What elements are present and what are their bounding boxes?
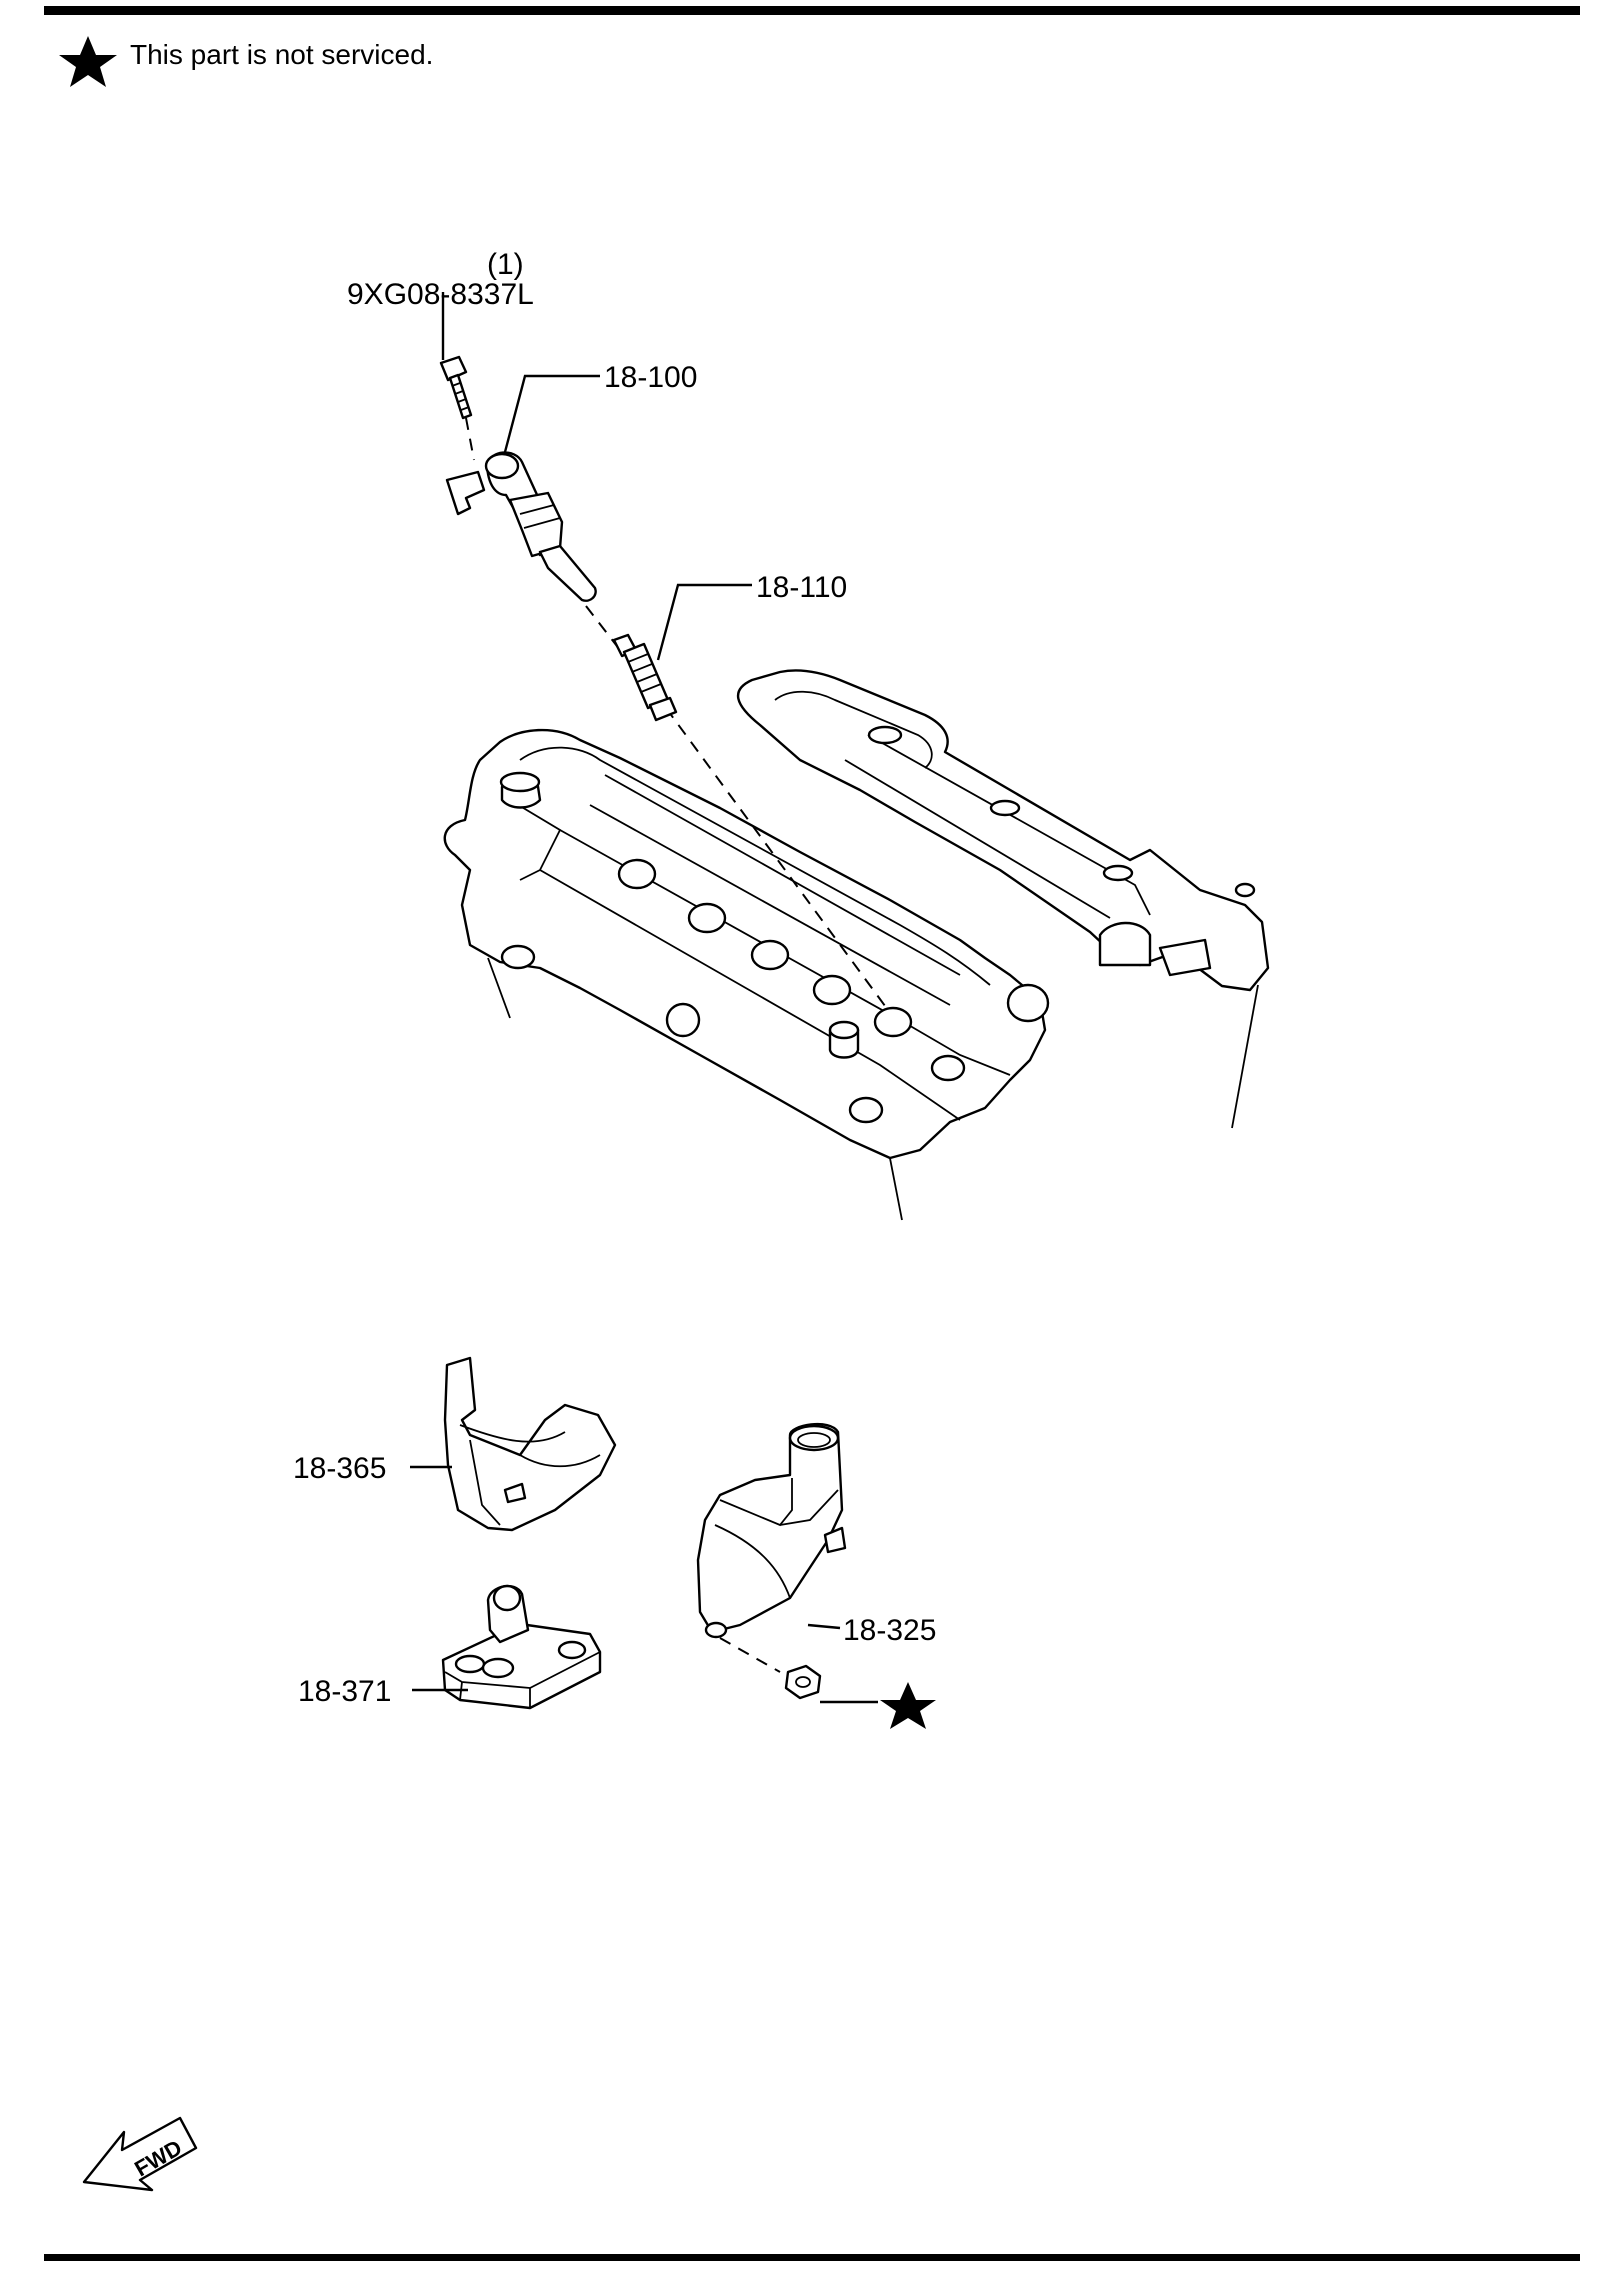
leader-18-100 — [503, 374, 600, 453]
nut-icon — [784, 1664, 822, 1700]
bolt-quantity-label: (1) — [487, 248, 524, 281]
spark-plug-icon — [612, 633, 678, 722]
bracket-371-icon — [441, 1584, 602, 1710]
leader-18-325 — [807, 1623, 841, 1630]
star-icon — [59, 36, 117, 87]
bolt-part-number-label: 9XG08-8337L — [347, 278, 534, 311]
ignition-coil-label: 18-100 — [604, 361, 697, 394]
cover-365-label: 18-365 — [293, 1452, 386, 1485]
air-guide-325-icon — [696, 1422, 847, 1673]
top-rule — [44, 6, 1580, 15]
bottom-rule — [44, 2254, 1580, 2261]
cover-365-icon — [443, 1356, 617, 1532]
not-serviced-star-icon — [880, 1682, 936, 1729]
legend: This part is not serviced. — [59, 36, 433, 87]
legend-text: This part is not serviced. — [130, 39, 433, 70]
cylinder-head-cover — [443, 669, 1270, 1221]
air-guide-325-label: 18-325 — [843, 1614, 936, 1647]
ignition-coil-group — [439, 355, 621, 651]
leader-18-110 — [656, 583, 752, 661]
spark-plug-label: 18-110 — [756, 571, 847, 604]
fwd-arrow-icon: FWD — [82, 2116, 198, 2192]
bolt-icon — [439, 355, 473, 420]
bracket-371-label: 18-371 — [298, 1675, 391, 1708]
ignition-coil-icon — [445, 451, 597, 602]
